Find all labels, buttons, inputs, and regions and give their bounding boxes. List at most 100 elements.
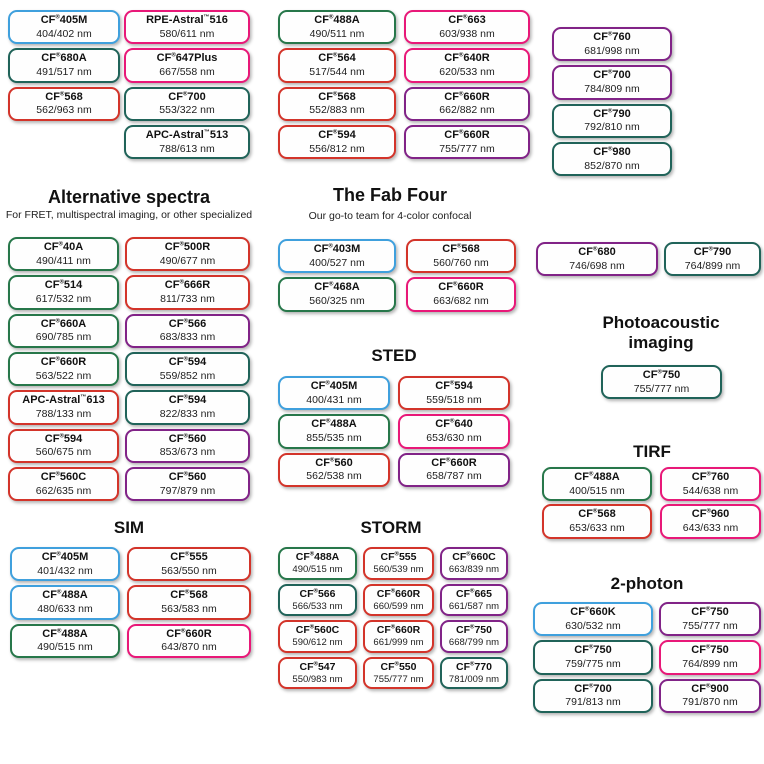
dye-name: CF®555 [380, 551, 417, 563]
dye-name: CF®750 [642, 369, 681, 381]
dye-name: CF®488A [314, 14, 360, 26]
dye-wavelengths: 853/673 nm [159, 446, 216, 459]
dye-wavelengths: 560/539 nm [373, 564, 424, 576]
dye-wavelengths: 663/682 nm [433, 295, 489, 308]
dye-name: CF®660C [452, 551, 496, 563]
dye-name: CF®660R [376, 624, 421, 637]
dye-name: CF®550 [380, 660, 417, 673]
dye-name: CF®665 [456, 587, 492, 600]
dye-wavelengths: 560/325 nm [309, 295, 365, 308]
dye-wavelengths: 563/522 nm [35, 369, 92, 382]
dye-name: CF®980 [593, 146, 631, 159]
section-title-tirf: TIRF [633, 442, 671, 461]
dye-name: CF®666R [164, 279, 211, 292]
dye-wavelengths: 559/852 nm [159, 369, 216, 382]
dye-name: CF®760 [691, 471, 730, 483]
dye-wavelengths: 404/402 nm [36, 27, 92, 40]
dye-name: RPE-Astral™516 [146, 14, 228, 26]
dye-wavelengths: 553/322 nm [159, 104, 215, 117]
dye-name: CF®547 [299, 660, 336, 673]
dye-wavelengths: 603/938 nm [439, 27, 495, 40]
dye-wavelengths: 764/899 nm [684, 259, 741, 272]
dye-name: CF®568 [45, 90, 83, 103]
section-title-fab-four: The Fab Four [333, 185, 447, 205]
dye-name: CF®488A [574, 471, 620, 483]
dye-name: CF®594 [435, 380, 473, 392]
dye-name: CF®790 [593, 107, 631, 120]
dye-name: CF®660R [376, 587, 421, 600]
dye-name: CF®568 [442, 243, 480, 255]
dye-name: CF®750 [456, 624, 492, 637]
dye-wavelengths: 560/675 nm [35, 446, 92, 459]
section-title-alternative-spectra: Alternative spectra [47, 187, 211, 207]
dye-wavelengths: 552/883 nm [309, 104, 365, 117]
dye-name: CF®500R [164, 241, 211, 253]
dye-wavelengths: 755/777 nm [439, 142, 495, 155]
dye-wavelengths: 401/432 nm [37, 564, 93, 577]
dye-name: CF®770 [456, 660, 492, 673]
dye-name: CF®660R [438, 281, 484, 294]
dye-wavelengths: 663/839 nm [448, 564, 500, 576]
dye-name: CF®566 [168, 317, 207, 330]
dye-wavelengths: 662/635 nm [35, 484, 92, 497]
dye-name: CF®750 [691, 644, 729, 657]
dye-name: CF®488A [42, 589, 88, 602]
dye-name: CF®960 [691, 508, 730, 521]
dye-wavelengths: 784/809 nm [584, 83, 640, 96]
dye-wavelengths: 400/431 nm [306, 393, 362, 406]
dye-name: CF®405M [40, 14, 88, 26]
dye-name: CF®514 [44, 279, 83, 292]
dye-name: APC-Astral™613 [22, 394, 105, 407]
dye-wavelengths: 560/760 nm [433, 256, 489, 269]
dye-wavelengths: 517/544 nm [309, 66, 365, 79]
dye-wavelengths: 755/777 nm [633, 382, 690, 395]
dye-name: CF®564 [318, 52, 356, 65]
dye-name: CF®700 [574, 682, 612, 695]
section-title-2-photon: 2-photon [610, 574, 684, 593]
dye-name: CF®660R [431, 456, 477, 469]
dye-wavelengths: 662/882 nm [439, 104, 495, 117]
dye-wavelengths: 667/558 nm [159, 66, 215, 79]
dye-name: CF®488A [42, 627, 88, 640]
dye-wavelengths: 620/533 nm [439, 66, 495, 79]
dye-wavelengths: 550/983 nm [292, 673, 343, 685]
dye-name: CF®488A [311, 418, 357, 431]
dye-name: CF®560 [168, 432, 207, 445]
dye-wavelengths: 668/799 nm [448, 637, 500, 649]
dye-wavelengths: 764/899 nm [682, 658, 738, 671]
dye-name: CF®660K [570, 606, 616, 618]
dye-name: CF®790 [693, 246, 732, 258]
dye-wavelengths: 658/787 nm [426, 470, 482, 483]
dye-name: CF®660A [40, 317, 87, 330]
